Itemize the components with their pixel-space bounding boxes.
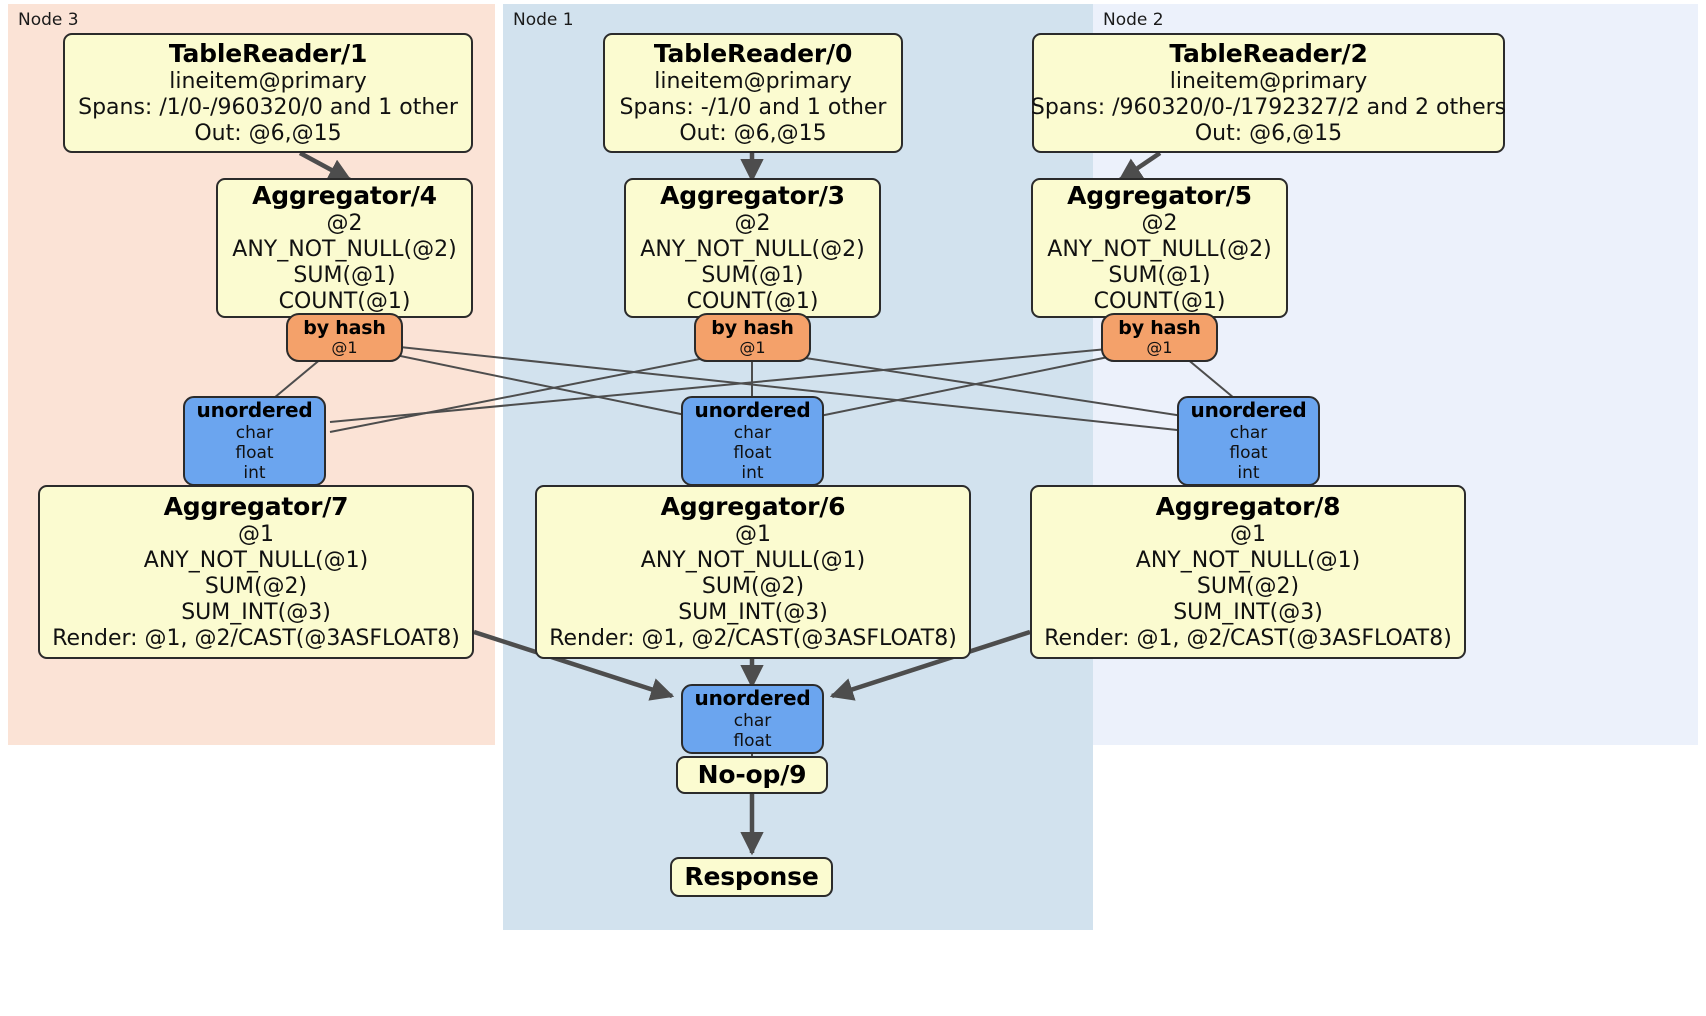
panel-node-1-label: Node 1 bbox=[513, 10, 574, 30]
node-aggregator-7[interactable]: Aggregator/7 @1 ANY_NOT_NULL(@1) SUM(@2)… bbox=[38, 485, 474, 659]
node-sync-unordered-center[interactable]: unordered char float int bbox=[681, 396, 824, 486]
node-detail-line: @1 bbox=[238, 521, 274, 547]
node-detail-line: ANY_NOT_NULL(@1) bbox=[143, 547, 369, 573]
node-title: unordered bbox=[694, 398, 811, 423]
node-detail-line: int bbox=[741, 462, 764, 483]
node-title: unordered bbox=[196, 398, 313, 423]
node-detail-line: Spans: /960320/0-/1792327/2 and 2 others bbox=[1030, 94, 1507, 120]
node-detail-line: SUM_INT(@3) bbox=[1173, 599, 1323, 625]
node-detail-line: SUM(@2) bbox=[701, 573, 805, 599]
node-detail-line: @2 bbox=[1141, 210, 1178, 236]
node-router-by-hash-left[interactable]: by hash @1 bbox=[286, 313, 403, 362]
node-detail-line: SUM(@2) bbox=[1196, 573, 1300, 599]
node-detail-line: Out: @6,@15 bbox=[679, 120, 827, 146]
node-detail-line: Spans: /1/0-/960320/0 and 1 other bbox=[78, 94, 458, 120]
node-detail-line: COUNT(@1) bbox=[686, 288, 819, 314]
node-detail-line: char bbox=[733, 422, 772, 443]
node-detail-line: SUM_INT(@3) bbox=[678, 599, 828, 625]
node-detail-line: lineitem@primary bbox=[654, 68, 852, 94]
node-aggregator-3[interactable]: Aggregator/3 @2 ANY_NOT_NULL(@2) SUM(@1)… bbox=[624, 178, 881, 318]
node-title: by hash bbox=[711, 316, 794, 339]
node-table-reader-2[interactable]: TableReader/2 lineitem@primary Spans: /9… bbox=[1030, 33, 1507, 153]
node-detail-line: char bbox=[733, 710, 772, 731]
node-aggregator-6[interactable]: Aggregator/6 @1 ANY_NOT_NULL(@1) SUM(@2)… bbox=[535, 485, 971, 659]
node-sync-unordered-left[interactable]: unordered char float int bbox=[183, 396, 326, 486]
node-detail-line: COUNT(@1) bbox=[1093, 288, 1226, 314]
node-detail-line: @1 bbox=[1230, 521, 1266, 547]
node-aggregator-4[interactable]: Aggregator/4 @2 ANY_NOT_NULL(@2) SUM(@1)… bbox=[216, 178, 473, 318]
node-detail-line: char bbox=[1229, 422, 1268, 443]
node-detail-line: int bbox=[1237, 462, 1260, 483]
node-detail-line: SUM_INT(@3) bbox=[181, 599, 331, 625]
node-detail-line: char bbox=[235, 422, 274, 443]
node-router-by-hash-right[interactable]: by hash @1 bbox=[1101, 313, 1218, 362]
node-detail-line: ANY_NOT_NULL(@1) bbox=[640, 547, 866, 573]
node-detail-line: Render: @1, @2/CAST(@3ASFLOAT8) bbox=[1044, 625, 1452, 651]
node-detail-line: SUM(@1) bbox=[701, 262, 804, 288]
node-table-reader-0[interactable]: TableReader/0 lineitem@primary Spans: -/… bbox=[603, 33, 903, 153]
node-title: Aggregator/5 bbox=[1067, 181, 1252, 211]
node-title: Aggregator/6 bbox=[660, 492, 846, 522]
node-no-op-9[interactable]: No-op/9 bbox=[676, 756, 828, 794]
node-detail-line: COUNT(@1) bbox=[278, 288, 411, 314]
node-title: TableReader/2 bbox=[1169, 39, 1368, 69]
node-detail-line: @1 bbox=[739, 338, 766, 358]
node-sync-unordered-right[interactable]: unordered char float int bbox=[1177, 396, 1320, 486]
node-router-by-hash-center[interactable]: by hash @1 bbox=[694, 313, 811, 362]
node-detail-line: lineitem@primary bbox=[169, 68, 367, 94]
node-title: unordered bbox=[1190, 398, 1307, 423]
node-title: No-op/9 bbox=[697, 760, 807, 790]
node-detail-line: lineitem@primary bbox=[1169, 68, 1368, 94]
node-detail-line: ANY_NOT_NULL(@2) bbox=[232, 236, 457, 262]
node-title: by hash bbox=[1118, 316, 1201, 339]
node-detail-line: Render: @1, @2/CAST(@3ASFLOAT8) bbox=[52, 625, 460, 651]
node-response[interactable]: Response bbox=[670, 857, 833, 897]
node-title: Aggregator/8 bbox=[1155, 492, 1341, 522]
node-detail-line: @1 bbox=[1146, 338, 1173, 358]
node-detail-line: ANY_NOT_NULL(@2) bbox=[640, 236, 865, 262]
node-detail-line: Out: @6,@15 bbox=[1194, 120, 1343, 146]
panel-node-3-label: Node 3 bbox=[18, 10, 79, 30]
node-detail-line: int bbox=[243, 462, 266, 483]
panel-node-2-label: Node 2 bbox=[1103, 10, 1164, 30]
node-title: TableReader/1 bbox=[168, 39, 368, 69]
node-detail-line: SUM(@1) bbox=[293, 262, 396, 288]
node-aggregator-8[interactable]: Aggregator/8 @1 ANY_NOT_NULL(@1) SUM(@2)… bbox=[1030, 485, 1466, 659]
node-detail-line: Render: @1, @2/CAST(@3ASFLOAT8) bbox=[549, 625, 957, 651]
node-detail-line: SUM(@2) bbox=[204, 573, 308, 599]
node-detail-line: float bbox=[733, 442, 772, 463]
node-detail-line: @1 bbox=[735, 521, 771, 547]
node-detail-line: @1 bbox=[331, 338, 358, 358]
node-detail-line: @2 bbox=[734, 210, 771, 236]
node-title: by hash bbox=[303, 316, 386, 339]
node-detail-line: float bbox=[1229, 442, 1268, 463]
node-table-reader-1[interactable]: TableReader/1 lineitem@primary Spans: /1… bbox=[63, 33, 473, 153]
node-title: Response bbox=[684, 862, 819, 892]
node-detail-line: SUM(@1) bbox=[1108, 262, 1211, 288]
node-detail-line: ANY_NOT_NULL(@2) bbox=[1047, 236, 1272, 262]
node-title: unordered bbox=[694, 686, 811, 711]
node-detail-line: float bbox=[733, 730, 772, 751]
node-title: Aggregator/7 bbox=[163, 492, 349, 522]
node-detail-line: @2 bbox=[326, 210, 363, 236]
node-aggregator-5[interactable]: Aggregator/5 @2 ANY_NOT_NULL(@2) SUM(@1)… bbox=[1031, 178, 1288, 318]
node-detail-line: Spans: -/1/0 and 1 other bbox=[619, 94, 887, 120]
node-detail-line: Out: @6,@15 bbox=[194, 120, 342, 146]
node-sync-unordered-final[interactable]: unordered char float bbox=[681, 684, 824, 754]
node-title: Aggregator/4 bbox=[252, 181, 437, 211]
node-detail-line: ANY_NOT_NULL(@1) bbox=[1135, 547, 1361, 573]
node-title: Aggregator/3 bbox=[660, 181, 845, 211]
node-title: TableReader/0 bbox=[653, 39, 853, 69]
node-detail-line: float bbox=[235, 442, 274, 463]
